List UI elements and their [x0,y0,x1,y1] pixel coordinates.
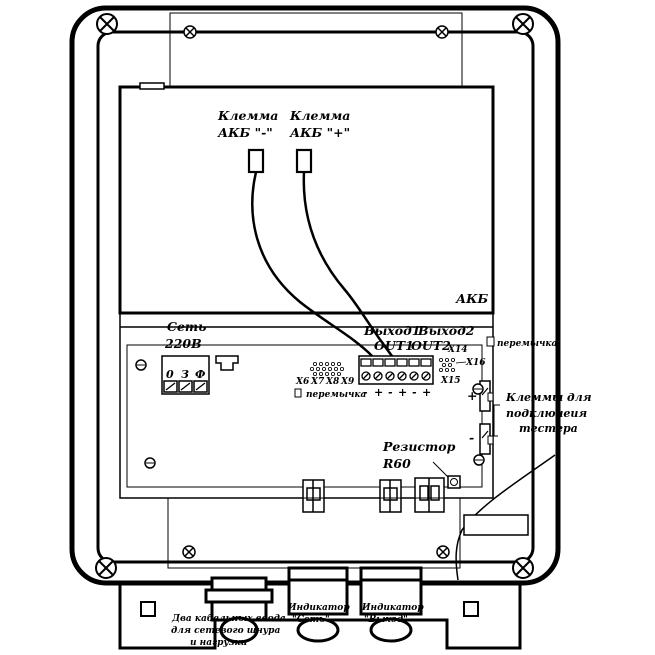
bottom-screw-right [436,545,450,559]
x16-leader [455,361,467,364]
bracket-slot-right [463,601,479,617]
akb-plus-label-line1: Клемма [289,108,350,123]
polarity-1: - [363,386,368,399]
out1-label: OUT1 [374,338,414,353]
label-x15: X15 [440,376,461,386]
polarity-3: - [388,386,393,399]
resistor-label-line1: Резистор [382,439,456,454]
corner-screw-top-right [512,13,534,35]
wire-akb-minus [251,171,373,357]
corner-screw-bottom-right [512,557,534,579]
tester-minus-label: - [469,430,474,445]
battery-label: АКБ [455,291,489,306]
out2-label: OUT2 [411,338,451,353]
fuse-component [215,355,239,371]
label-x16: X16 [465,358,486,368]
enclosure-inner [96,30,535,564]
battery-terminal-minus [247,148,265,174]
indicator-vyhod-line2: "Выход" [364,615,408,625]
polarity-6: + [422,386,431,399]
terminal-label-0: 0 [166,368,174,381]
resistor-label-line2: R60 [382,456,411,471]
mains-terminal-block [161,355,210,395]
output2-label: Выход2 [417,323,475,338]
battery-akb [118,85,495,315]
label-x14: X14 [447,345,468,355]
pcb-screw-bottom-right [473,454,485,466]
bottom-screw-left [182,545,196,559]
cable-clip-right [414,477,445,513]
label-x9: X9 [340,377,355,387]
akb-minus-label-line1: Клемма [217,108,278,123]
tester-terminal-minus [479,423,494,455]
tester-label-line2: подключеия [506,407,587,420]
jumper-left-label: перемычка [306,390,367,400]
indicator-vyhod [359,566,423,643]
akb-plus-label-line2: АКБ "+" [289,125,350,140]
corner-screw-bottom-left [95,557,117,579]
terminal-label-f: Ф [195,368,206,381]
label-x7: X7 [310,377,325,387]
corner-screw-mid-right [435,25,449,39]
cable-inputs-line1: Два кабельных ввода [171,613,286,624]
resistor-leader [432,461,449,478]
mains-label: Сеть [167,319,206,334]
indicator-vyhod-line1: Индикатор [361,603,424,613]
cable-gland-left [204,576,274,644]
label-x6: X6 [295,377,310,387]
cable-inputs-line2: для сетевого шнура [171,626,280,636]
pcb-screw-mid-right [472,383,484,395]
pcb-screw-top-left [135,359,147,371]
cable-clip-middle [379,479,402,513]
pcb-screw-bottom-left [144,457,156,469]
jumper-pins-x6-x9 [309,361,344,376]
jumper-right-box [486,336,495,347]
jumper-right-label: перемычка [497,339,558,349]
terminal-label-z: З [181,368,189,381]
tester-plus-label: + [467,388,477,403]
label-x8: X8 [325,377,340,387]
cable-inputs-line3: и нагрузки [190,638,248,648]
battery-terminal-plus [295,148,313,174]
cable-clip-left [302,479,325,513]
wire-akb-plus [302,171,393,357]
resistor-r60 [447,475,461,489]
mains-voltage-label: 220В [164,336,202,351]
bracket-slot-left [140,601,156,617]
output-terminal-block [358,355,434,385]
tester-terminal-plus [479,380,494,412]
corner-screw-top-left [96,13,118,35]
tester-leader-line [493,404,500,437]
corner-screw-mid-left [183,25,197,39]
indicator-set [287,566,349,643]
cable-strap [463,514,529,536]
polarity-4: + [398,386,407,399]
indicator-set-line1: Индикатор [287,603,350,613]
jumper-pins-x14-x16 [438,357,455,372]
tester-label-line3: тестера [519,422,578,435]
output1-label: Выход1 [363,323,420,338]
top-mount-plate [169,12,463,88]
polarity-2: + [374,386,383,399]
akb-minus-label-line2: АКБ "-" [217,125,273,140]
tester-label-line1: Клеммы для [505,391,592,404]
polarity-5: - [412,386,417,399]
indicator-set-line2: "Сеть" [292,615,330,625]
jumper-left-box [294,388,302,398]
battery-tab [139,82,165,90]
